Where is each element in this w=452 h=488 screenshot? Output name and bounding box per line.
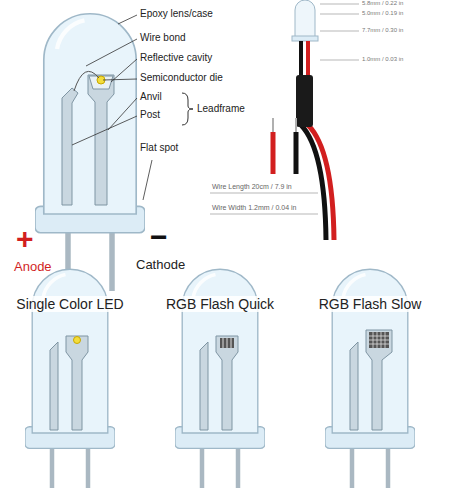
bracket [182,93,193,125]
part-label: Post [140,109,160,121]
rgb-die [369,332,389,348]
part-label: 5.8mm / 0.22 in [362,0,403,7]
part-label: Anvil [140,91,162,103]
part-label: Cathode [136,258,185,273]
part-label: + [16,222,34,257]
post [62,88,78,205]
part-label: Semiconductor die [140,72,223,84]
leadframes [50,330,392,430]
reflective-cavity [89,76,113,89]
part-label: Anode [14,260,52,275]
part-label: Reflective cavity [140,52,212,64]
part-label: 1.0mm / 0.03 in [362,56,403,63]
part-label: Flat spot [140,142,178,154]
part-label: 7.7mm / 0.30 in [362,27,403,34]
part-label: Epoxy lens/case [140,8,213,20]
led-body [35,14,145,291]
led-type-label: Single Color LED [14,296,125,312]
part-label: Leadframe [197,103,245,115]
part-label: − [150,220,168,255]
part-label: Wire Width 1.2mm / 0.04 in [212,204,296,212]
part-label: Wire Length 20cm / 7.9 in [212,183,292,191]
led-type-label: RGB Flash Quick [164,296,276,312]
semiconductor-die [74,337,81,344]
led-type-label: RGB Flash Slow [317,296,424,312]
part-label: 5.0mm / 0.19 in [362,10,403,17]
anvil [88,75,114,205]
rgb-die [220,338,234,348]
part-label: Wire bond [140,32,186,44]
wire-bond [74,71,99,91]
